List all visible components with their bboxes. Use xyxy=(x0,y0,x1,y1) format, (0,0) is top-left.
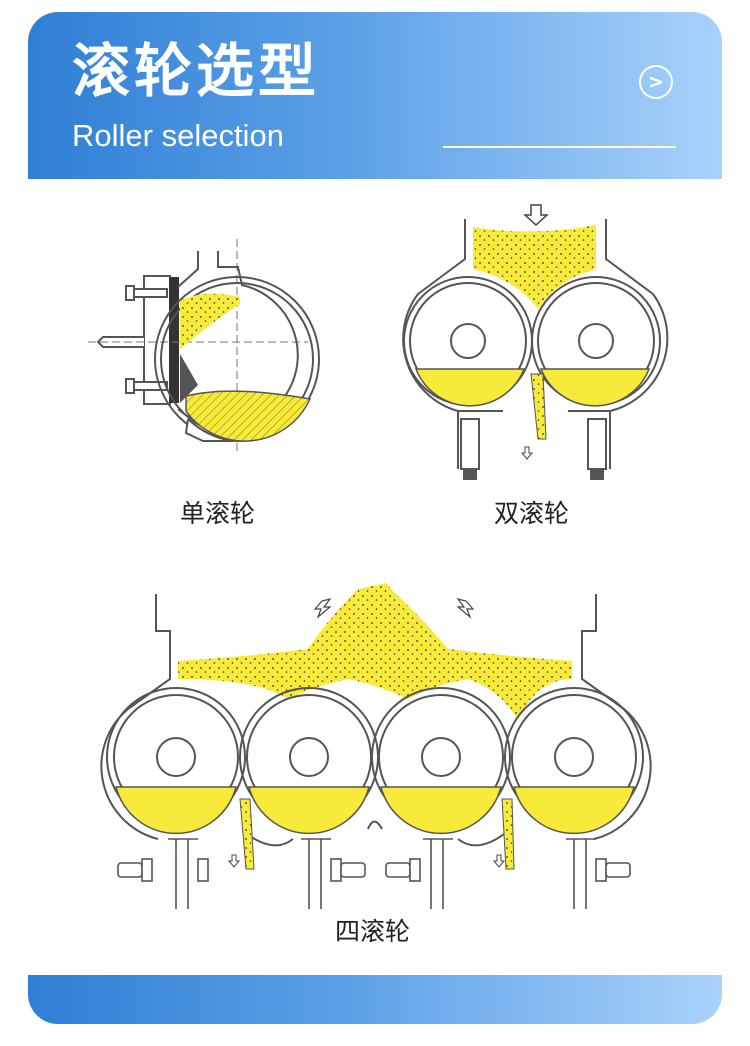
quad-roller-diagram xyxy=(100,583,652,909)
diagram-panel: 单滚轮 双滚轮 四滚轮 xyxy=(28,179,722,975)
roller-diagrams xyxy=(88,204,669,909)
single-roller-label: 单滚轮 xyxy=(180,499,256,528)
quad-roller-2 xyxy=(239,687,379,835)
quad-roller-4 xyxy=(504,687,644,835)
chevron-right-icon[interactable]: > xyxy=(639,65,673,99)
header-divider xyxy=(443,146,676,148)
quad-roller-label: 四滚轮 xyxy=(335,917,411,946)
single-roller-diagram xyxy=(88,239,320,454)
quad-roller-3 xyxy=(371,687,511,835)
page-title: 滚轮选型 xyxy=(72,37,321,105)
double-roller-diagram xyxy=(402,204,669,480)
section-header: 滚轮选型 Roller selection > xyxy=(28,12,722,179)
roller-selection-card: 滚轮选型 Roller selection > xyxy=(28,12,722,1024)
quad-roller-1 xyxy=(106,687,246,835)
page-subtitle: Roller selection xyxy=(72,118,284,153)
double-roller-label: 双滚轮 xyxy=(494,499,570,528)
